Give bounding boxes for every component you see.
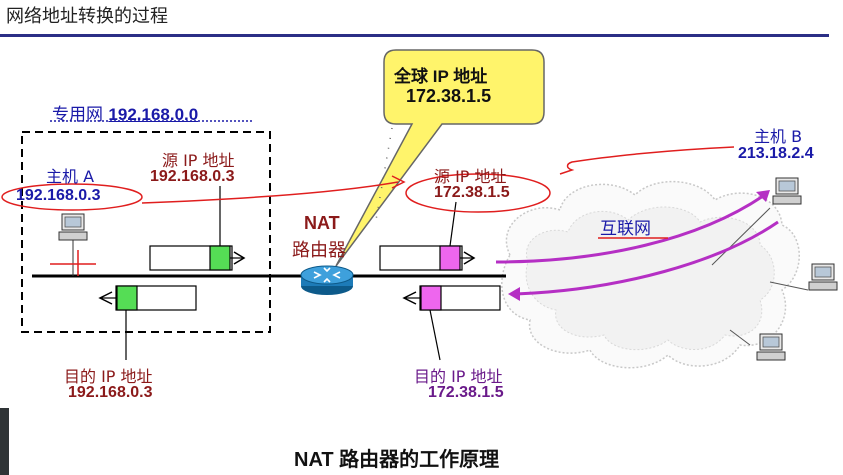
global-ip-callout xyxy=(335,49,545,267)
left-src-label: 源 IP 地址 xyxy=(162,151,235,170)
computer-icon xyxy=(756,333,786,361)
internet-links xyxy=(711,207,809,346)
nat-label: NAT xyxy=(304,213,340,233)
private-network-address: 192.168.0.0 xyxy=(108,105,199,124)
host-a-ip: 192.168.0.3 xyxy=(16,187,101,204)
global-ip-address: 172.38.1.5 xyxy=(406,86,492,106)
host-b-label: 主机 B xyxy=(754,127,803,146)
router-icon xyxy=(300,265,354,295)
right-src-label: 源 IP 地址 xyxy=(434,167,507,186)
private-network-prefix: 专用网 xyxy=(52,105,103,125)
title-divider xyxy=(0,34,829,37)
outbound-traffic-arrow xyxy=(495,192,767,264)
outgoing-packet-private xyxy=(149,245,246,271)
left-edge-bar xyxy=(0,408,9,475)
computer-icon xyxy=(772,177,802,205)
leader-line xyxy=(429,309,441,361)
private-network-label: 专用网 192.168.0.0 xyxy=(52,100,198,125)
router-label: 路由器 xyxy=(292,240,346,261)
handwritten-annotations xyxy=(1,146,735,276)
inbound-traffic-arrow xyxy=(515,220,779,296)
outgoing-packet-public xyxy=(379,245,476,271)
host-b-ip: 213.18.2.4 xyxy=(738,145,814,162)
leader-line xyxy=(449,201,457,247)
arrowhead xyxy=(508,287,520,301)
left-src-ip: 192.168.0.3 xyxy=(150,168,235,185)
right-src-ip: 172.38.1.5 xyxy=(434,184,510,201)
global-ip-label: 全球 IP 地址 xyxy=(394,67,488,86)
internet-label: 互联网 xyxy=(600,219,651,239)
arrowhead xyxy=(756,190,770,202)
right-dst-label: 目的 IP 地址 xyxy=(414,367,503,386)
left-dst-label: 目的 IP 地址 xyxy=(64,367,153,386)
incoming-packet-public xyxy=(402,285,501,311)
left-dst-ip: 192.168.0.3 xyxy=(68,384,153,401)
page-title: 网络地址转换的过程 xyxy=(6,6,168,27)
private-network-boundary xyxy=(21,131,271,333)
diagram-caption: NAT 路由器的工作原理 xyxy=(294,449,500,471)
right-dst-ip: 172.38.1.5 xyxy=(428,384,504,401)
host-a-label: 主机 A xyxy=(46,167,95,186)
incoming-packet-private xyxy=(98,285,197,311)
computer-icon xyxy=(808,263,838,291)
computer-icon xyxy=(58,213,88,276)
